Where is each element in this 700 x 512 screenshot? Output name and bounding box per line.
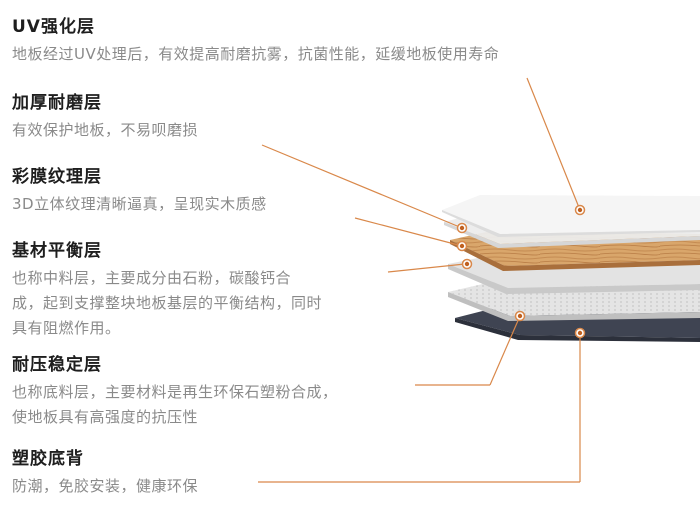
desc-line: 成，起到支撑整块地板基层的平衡结构，同时 bbox=[12, 294, 323, 312]
layer-description: 3D立体纹理清晰逼真，呈现实木质感 bbox=[12, 192, 267, 217]
layer-uv: UV强化层 地板经过UV处理后，有效提高耐磨抗雾，抗菌性能，延缓地板使用寿命 bbox=[12, 12, 499, 67]
layer-description: 也称中料层，主要成分由石粉，碳酸钙合 成，起到支撑整块地板基层的平衡结构，同时 … bbox=[12, 266, 322, 341]
dot-uv-core bbox=[577, 207, 583, 213]
layer-title: 加厚耐磨层 bbox=[12, 93, 102, 113]
dot-balance-core bbox=[464, 261, 470, 267]
layer-title: UV强化层 bbox=[12, 17, 95, 37]
desc-line: 也称底料层，主要材料是再生环保石塑粉合成， bbox=[12, 383, 338, 401]
layer-description: 有效保护地板，不易呗磨损 bbox=[12, 118, 198, 143]
dot-stable-core bbox=[517, 313, 523, 319]
leader-line-stable-a bbox=[489, 315, 521, 386]
layer-description: 防潮，免胶安装，健康环保 bbox=[12, 474, 198, 499]
layer-description: 地板经过UV处理后，有效提高耐磨抗雾，抗菌性能，延缓地板使用寿命 bbox=[12, 42, 499, 67]
dot-film-core bbox=[459, 243, 465, 249]
layer-title: 耐压稳定层 bbox=[12, 355, 102, 375]
leader-line-balance bbox=[387, 263, 466, 273]
layer-film: 彩膜纹理层 3D立体纹理清晰逼真，呈现实木质感 bbox=[12, 162, 267, 217]
desc-line: 具有阻燃作用。 bbox=[12, 319, 121, 337]
desc-line: 也称中料层，主要成分由石粉，碳酸钙合 bbox=[12, 269, 292, 287]
leader-line-wear bbox=[261, 144, 463, 229]
leader-line-film bbox=[354, 217, 463, 247]
desc-line: 地板经过UV处理后，有效提高耐磨抗雾，抗菌性能，延缓地板使用寿命 bbox=[12, 45, 500, 63]
layer-balance: 基材平衡层 也称中料层，主要成分由石粉，碳酸钙合 成，起到支撑整块地板基层的平衡… bbox=[12, 236, 322, 341]
callout-dots bbox=[456, 204, 586, 339]
dot-backing-core bbox=[577, 330, 583, 336]
layer-backing: 塑胶底背 防潮，免胶安装，健康环保 bbox=[12, 444, 198, 499]
layer-title: 彩膜纹理层 bbox=[12, 167, 102, 187]
leader-lines bbox=[258, 77, 581, 483]
desc-line: 有效保护地板，不易呗磨损 bbox=[12, 121, 199, 139]
uv-layer-slab bbox=[442, 195, 700, 237]
layer-description: 也称底料层，主要材料是再生环保石塑粉合成， 使地板具有高强度的抗压性 bbox=[12, 380, 338, 430]
dot-wear-core bbox=[459, 225, 465, 231]
desc-line: 防潮，免胶安装，健康环保 bbox=[12, 477, 199, 495]
leader-line-uv bbox=[526, 77, 581, 211]
layer-wear: 加厚耐磨层 有效保护地板，不易呗磨损 bbox=[12, 88, 198, 143]
desc-line: 3D立体纹理清晰逼真，呈现实木质感 bbox=[12, 195, 267, 213]
layer-title: 塑胶底背 bbox=[12, 449, 84, 469]
layer-stable: 耐压稳定层 也称底料层，主要材料是再生环保石塑粉合成， 使地板具有高强度的抗压性 bbox=[12, 350, 338, 430]
desc-line: 使地板具有高强度的抗压性 bbox=[12, 408, 199, 426]
layer-title: 基材平衡层 bbox=[12, 241, 102, 261]
